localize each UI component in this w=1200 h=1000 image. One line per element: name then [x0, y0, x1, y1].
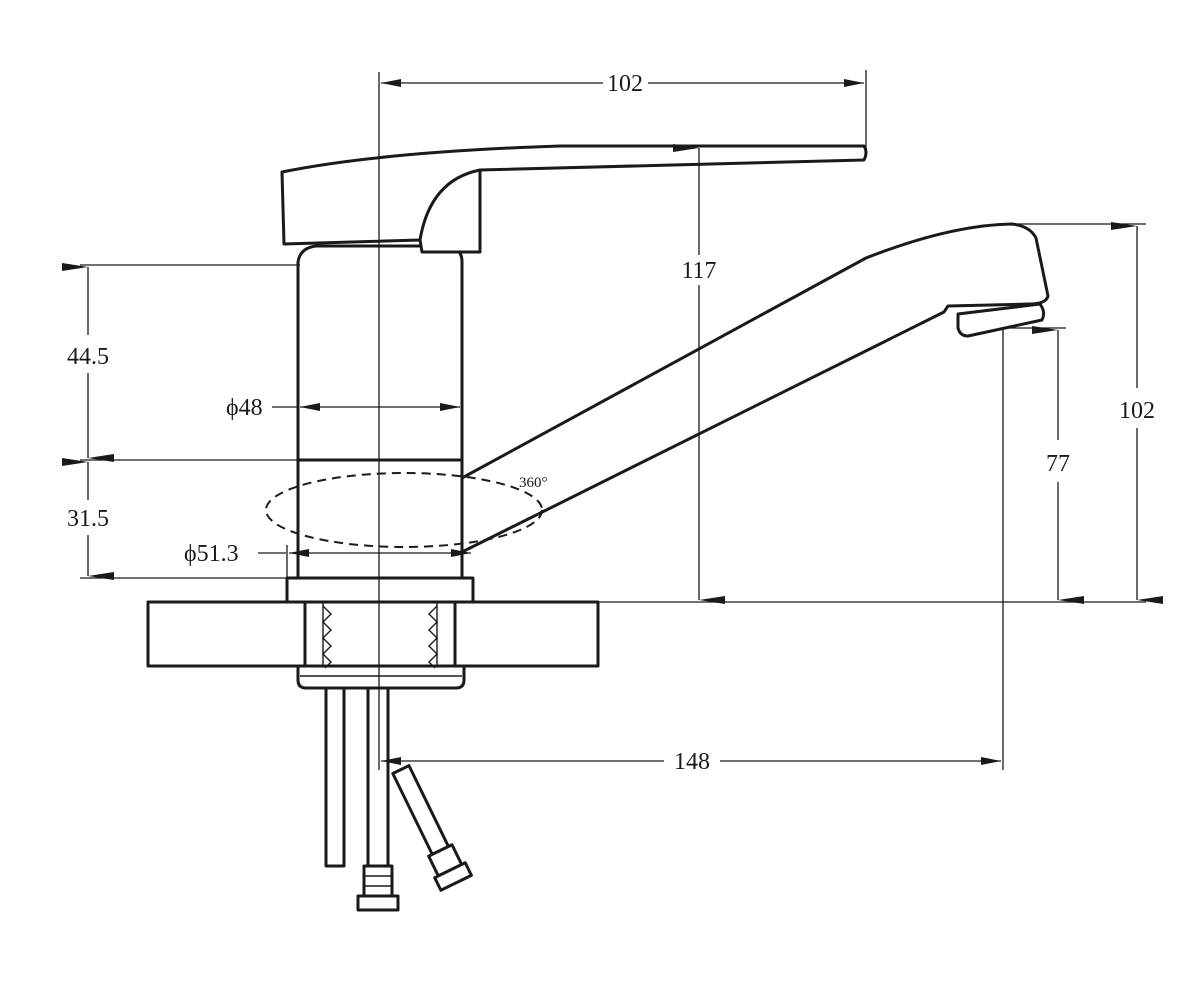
dim-outlet-height-label: 77	[1046, 451, 1070, 477]
dim-spout-reach-label: 148	[674, 749, 710, 775]
faucet-body	[296, 244, 464, 580]
faucet-spout	[460, 222, 1050, 554]
supply-hoses	[324, 686, 473, 912]
dim-handle-reach: 102	[381, 70, 867, 150]
dim-body-height-label: 44.5	[67, 344, 109, 370]
dim-base-height-label: 31.5	[67, 506, 109, 532]
countertop	[146, 600, 600, 669]
hose-left	[324, 686, 346, 868]
dim-base-diameter-label: ϕ51.3	[184, 541, 239, 567]
dim-outlet-height: 77	[1002, 326, 1084, 604]
mounting-nut	[296, 664, 466, 690]
dim-body-height: 44.5	[62, 263, 300, 579]
faucet-handle	[280, 144, 868, 254]
mounting-thread	[322, 605, 438, 669]
dim-base-diameter: ϕ51.3	[184, 541, 471, 578]
dim-body-diameter-label: ϕ48	[226, 395, 263, 421]
hose-fitting	[356, 894, 400, 912]
dim-spout-top-height: 102	[1016, 222, 1163, 604]
spout-aerator	[956, 302, 1046, 338]
dim-handle-height: 117	[673, 144, 725, 604]
dim-spout-top-height-label: 102	[1119, 398, 1155, 424]
hose-angled	[391, 764, 473, 892]
dim-handle-height-label: 117	[681, 258, 716, 284]
dim-spout-reach: 148	[381, 330, 1004, 775]
hose-center	[366, 686, 390, 868]
swivel-angle-label: 360°	[519, 475, 548, 491]
swivel-ellipse	[265, 472, 543, 548]
dim-handle-reach-label: 102	[607, 71, 643, 97]
dim-base-height: 31.5	[62, 458, 114, 580]
dim-body-diameter: ϕ48	[226, 395, 460, 421]
faucet-base-ring	[285, 576, 475, 604]
